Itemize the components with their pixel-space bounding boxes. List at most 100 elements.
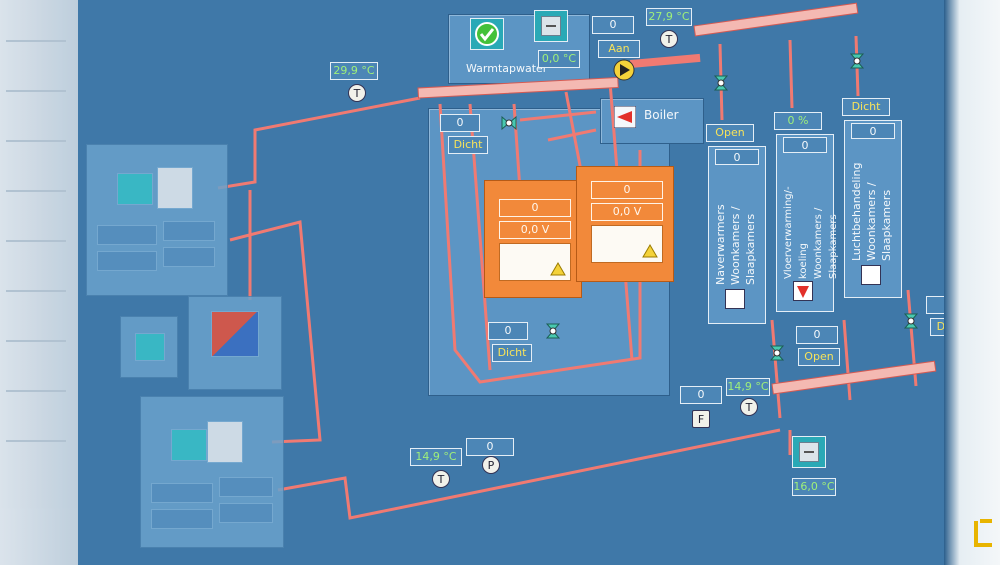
valve-bottom-icon[interactable] bbox=[544, 322, 562, 340]
strip-line bbox=[6, 440, 66, 442]
left-mixer-panel bbox=[188, 296, 282, 390]
warm-water-stop-button[interactable] bbox=[534, 10, 568, 42]
warm-water-enable-button[interactable] bbox=[470, 18, 504, 50]
strip-line bbox=[6, 340, 66, 342]
zone-1-label: Naverwarmers Woonkamers / Slaapkamers bbox=[713, 173, 763, 285]
control-unit-1[interactable]: 0 0,0 V bbox=[484, 180, 582, 298]
return-valve-mid-status: Open bbox=[798, 348, 840, 366]
return-temp-sensor: T bbox=[740, 398, 758, 416]
left-supply-temp: 29,9 °C bbox=[330, 62, 378, 80]
bottom-pressure-value: 0 bbox=[466, 438, 514, 456]
left-navigation-strip bbox=[0, 0, 78, 565]
flow-value: 0 bbox=[680, 386, 722, 404]
valve-top-status: Dicht bbox=[448, 136, 488, 154]
return-valve-mid-icon[interactable] bbox=[768, 344, 786, 362]
zone-3-label: Luchtbehandeling Woonkamers / Slaapkamer… bbox=[849, 145, 899, 262]
zone-2-value: 0 bbox=[783, 137, 827, 153]
zone-1-value: 0 bbox=[715, 149, 759, 165]
valve-top-icon[interactable] bbox=[500, 114, 518, 132]
warning-icon bbox=[550, 262, 566, 276]
monitor-bezel bbox=[944, 0, 1000, 565]
pump-icon[interactable] bbox=[612, 58, 636, 82]
zone-1-column[interactable]: 0 Naverwarmers Woonkamers / Slaapkamers bbox=[708, 146, 766, 324]
zone-3-line-2: Woonkamers / bbox=[865, 182, 878, 261]
zone-2-line-3: Slaapkamers bbox=[828, 214, 839, 279]
controller-display bbox=[207, 421, 243, 463]
return-valve-right-icon[interactable] bbox=[902, 312, 920, 330]
zone-3-value: 0 bbox=[851, 123, 895, 139]
controller-cell bbox=[219, 477, 273, 497]
pump-temp-sensor: T bbox=[660, 30, 678, 48]
zone-1-status: Open bbox=[706, 124, 754, 142]
zone-2-line-2: Woonkamers / bbox=[813, 207, 824, 279]
controller-display bbox=[171, 429, 207, 461]
control-unit-value: 0 bbox=[499, 199, 571, 217]
boiler-label: Boiler bbox=[644, 108, 679, 122]
bottom-return-temp: 14,9 °C bbox=[410, 448, 462, 466]
warm-water-title: Warmtapwater bbox=[466, 62, 548, 75]
pump-value: 0 bbox=[592, 16, 634, 34]
mixer-icon bbox=[211, 311, 259, 357]
stop-icon bbox=[541, 16, 561, 36]
zone-1-checkbox[interactable] bbox=[725, 289, 745, 309]
zone-3-line-3: Slaapkamers bbox=[880, 189, 893, 261]
zone-2-label: Vloerverwarming/-koeling Woonkamers / Sl… bbox=[781, 155, 839, 279]
strip-line bbox=[6, 290, 66, 292]
zone-3-line-1: Luchtbehandeling bbox=[850, 162, 863, 262]
valve-top-value: 0 bbox=[440, 114, 480, 132]
strip-line bbox=[6, 40, 66, 42]
controller-display bbox=[135, 333, 165, 361]
zone-2-status: 0 % bbox=[774, 112, 822, 130]
strip-line bbox=[6, 140, 66, 142]
outlet-stop-button[interactable] bbox=[792, 436, 826, 468]
left-controller-panel-3 bbox=[140, 396, 284, 548]
zone-1-line-1: Naverwarmers bbox=[714, 204, 727, 285]
strip-line bbox=[6, 190, 66, 192]
valve-bottom-value: 0 bbox=[488, 322, 528, 340]
stop-icon bbox=[799, 442, 819, 462]
flow-sensor-icon: F bbox=[692, 410, 710, 428]
control-unit-2[interactable]: 0 0,0 V bbox=[576, 166, 674, 282]
controller-cell bbox=[163, 247, 215, 267]
control-unit-voltage: 0,0 V bbox=[499, 221, 571, 239]
zone-3-checkbox[interactable] bbox=[861, 265, 881, 285]
zone-2-line-1: Vloerverwarming/-koeling bbox=[783, 186, 809, 279]
bottom-pressure-sensor: P bbox=[482, 456, 500, 474]
controller-cell bbox=[151, 483, 213, 503]
return-valve-mid-value: 0 bbox=[796, 326, 838, 344]
brand-logo-icon bbox=[974, 519, 992, 547]
zone-2-checkbox[interactable] bbox=[793, 281, 813, 301]
zone-1-supply-valve-icon[interactable] bbox=[712, 74, 730, 92]
zone-3-status: Dicht bbox=[842, 98, 890, 116]
control-unit-value: 0 bbox=[591, 181, 663, 199]
zone-2-column[interactable]: 0 Vloerverwarming/-koeling Woonkamers / … bbox=[776, 134, 839, 312]
valve-bottom-status: Dicht bbox=[492, 344, 532, 362]
controller-cell bbox=[97, 251, 157, 271]
zone-1-line-3: Slaapkamers bbox=[744, 213, 757, 285]
controller-cell bbox=[163, 221, 215, 241]
controller-cell bbox=[151, 509, 213, 529]
control-unit-display bbox=[499, 243, 571, 281]
control-unit-display bbox=[591, 225, 663, 263]
pump-temp: 27,9 °C bbox=[646, 8, 692, 26]
control-unit-voltage: 0,0 V bbox=[591, 203, 663, 221]
return-temp: 14,9 °C bbox=[726, 378, 770, 396]
outlet-temp: 16,0 °C bbox=[792, 478, 836, 496]
zone-2-active-icon bbox=[797, 286, 809, 298]
controller-display bbox=[157, 167, 193, 209]
strip-line bbox=[6, 90, 66, 92]
strip-line bbox=[6, 390, 66, 392]
controller-cell bbox=[97, 225, 157, 245]
bottom-temp-sensor: T bbox=[432, 470, 450, 488]
zone-3-supply-valve-icon[interactable] bbox=[848, 52, 866, 70]
left-controller-panel-2 bbox=[120, 316, 178, 378]
zone-3-column[interactable]: 0 Luchtbehandeling Woonkamers / Slaapkam… bbox=[844, 120, 902, 298]
pump-status: Aan bbox=[598, 40, 640, 58]
warm-water-temp: 0,0 °C bbox=[538, 50, 580, 68]
left-controller-panel-1 bbox=[86, 144, 228, 296]
zone-1-line-2: Woonkamers / bbox=[729, 206, 742, 285]
left-supply-temp-sensor: T bbox=[348, 84, 366, 102]
strip-line bbox=[6, 240, 66, 242]
check-icon bbox=[475, 22, 499, 46]
